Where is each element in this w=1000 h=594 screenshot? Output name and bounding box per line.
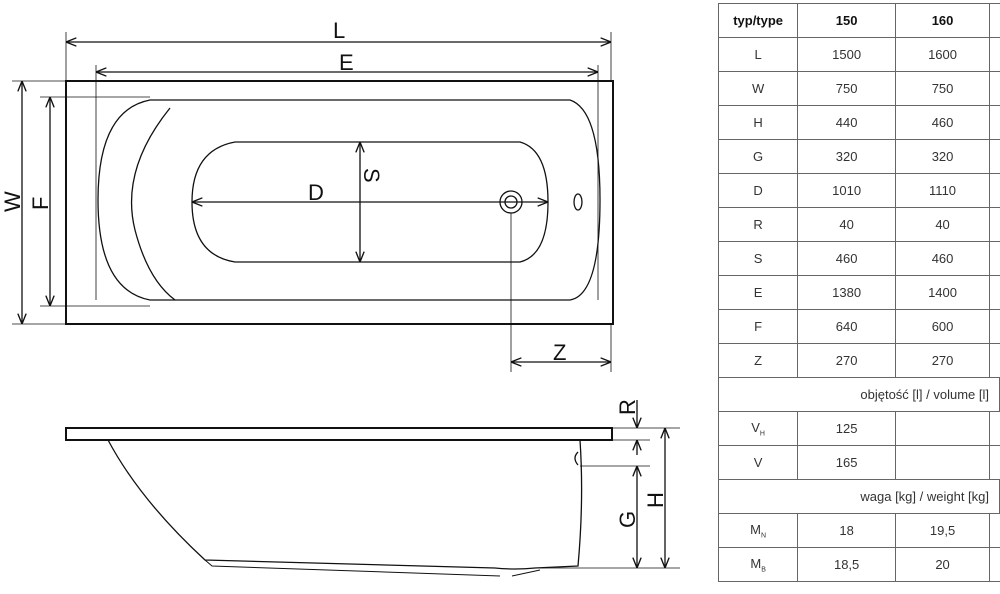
table-row: R 40 40 [717,207,1000,242]
param-name: W [751,81,765,96]
value-160: 460 [895,241,991,276]
value-150: 1010 [797,173,897,208]
header-160: 160 [895,3,991,38]
param-name: S [753,251,763,266]
value-150: 18 [797,513,897,548]
dim-label-H: H [643,492,668,508]
table-row: VH 125 [717,411,1000,446]
value-160: 460 [895,105,991,140]
dim-label-G: G [615,511,640,528]
value-160: 1600 [895,37,991,72]
value-160: 1110 [895,173,991,208]
value-160: 270 [895,343,991,378]
param-cell: W [717,71,799,106]
table-row: G 320 320 [717,139,1000,174]
table-row: H 440 460 [717,105,1000,140]
volume-section-label: objętość [l] / volume [l] [718,377,1000,412]
table-row: MB 18,5 20 [717,547,1000,582]
value-160: 320 [895,139,991,174]
value-160 [895,411,991,446]
spec-table: typ/type 150 160 L 1500 1600 W 750 750 H… [717,3,1000,582]
value-150: 640 [797,309,897,344]
param-name: L [754,47,762,62]
param-subscript: H [759,430,765,438]
param-name: M [750,555,762,571]
param-name: M [750,521,761,537]
table-row: L 1500 1600 [717,37,1000,72]
top-view [12,32,614,372]
param-cell: F [717,309,799,344]
dim-label-W: W [0,191,25,212]
table-header-row: typ/type 150 160 [717,3,1000,38]
param-cell: L [717,37,799,72]
dim-label-E: E [339,50,354,75]
overflow-icon [573,193,583,211]
param-cell: MN [717,513,799,548]
param-cell: S [717,241,799,276]
value-150: 1380 [797,275,897,310]
value-150: 750 [797,71,897,106]
value-150: 125 [797,411,897,446]
value-160: 1400 [895,275,991,310]
param-subscript: B [761,566,766,574]
header-type: typ/type [717,3,799,38]
value-160: 19,5 [895,513,991,548]
param-cell: D [717,173,799,208]
param-subscript: N [761,532,767,540]
bathtub-drawing: L E W F S D Z R G H [0,18,680,577]
param-name: Z [754,353,763,368]
value-160: 40 [895,207,991,242]
param-name: E [753,285,763,300]
value-160: 600 [895,309,991,344]
param-cell: V [717,445,799,480]
table-row: Z 270 270 [717,343,1000,378]
value-160: 20 [895,547,991,582]
table-row: E 1380 1400 [717,275,1000,310]
value-160 [895,445,991,480]
param-name: V [751,419,760,435]
header-150: 150 [797,3,897,38]
dim-label-Z: Z [553,340,566,365]
dim-label-F: F [28,197,53,210]
param-name: G [753,149,764,164]
table-row: V 165 [717,445,1000,480]
param-cell: E [717,275,799,310]
param-cell: R [717,207,799,242]
param-name: D [753,183,763,198]
param-cell: MB [717,547,799,582]
value-150: 320 [797,139,897,174]
param-name: R [753,217,763,232]
dim-label-R: R [615,399,640,415]
dim-label-L: L [333,18,345,43]
dim-label-S: S [359,168,384,183]
side-view [65,400,680,577]
value-150: 1500 [797,37,897,72]
table-row: D 1010 1110 [717,173,1000,208]
param-name: F [754,319,763,334]
dim-label-D: D [308,180,324,205]
table-row: W 750 750 [717,71,1000,106]
table-row: MN 18 19,5 [717,513,1000,548]
value-150: 440 [797,105,897,140]
value-150: 460 [797,241,897,276]
value-150: 270 [797,343,897,378]
table-row: S 460 460 [717,241,1000,276]
param-cell: Z [717,343,799,378]
param-cell: H [717,105,799,140]
value-150: 165 [797,445,897,480]
weight-section-label: waga [kg] / weight [kg] [718,479,1000,514]
value-150: 18,5 [797,547,897,582]
param-cell: G [717,139,799,174]
param-name: H [753,115,763,130]
value-150: 40 [797,207,897,242]
table-row: F 640 600 [717,309,1000,344]
value-160: 750 [895,71,991,106]
param-name: V [753,455,763,470]
param-cell: VH [717,411,799,446]
